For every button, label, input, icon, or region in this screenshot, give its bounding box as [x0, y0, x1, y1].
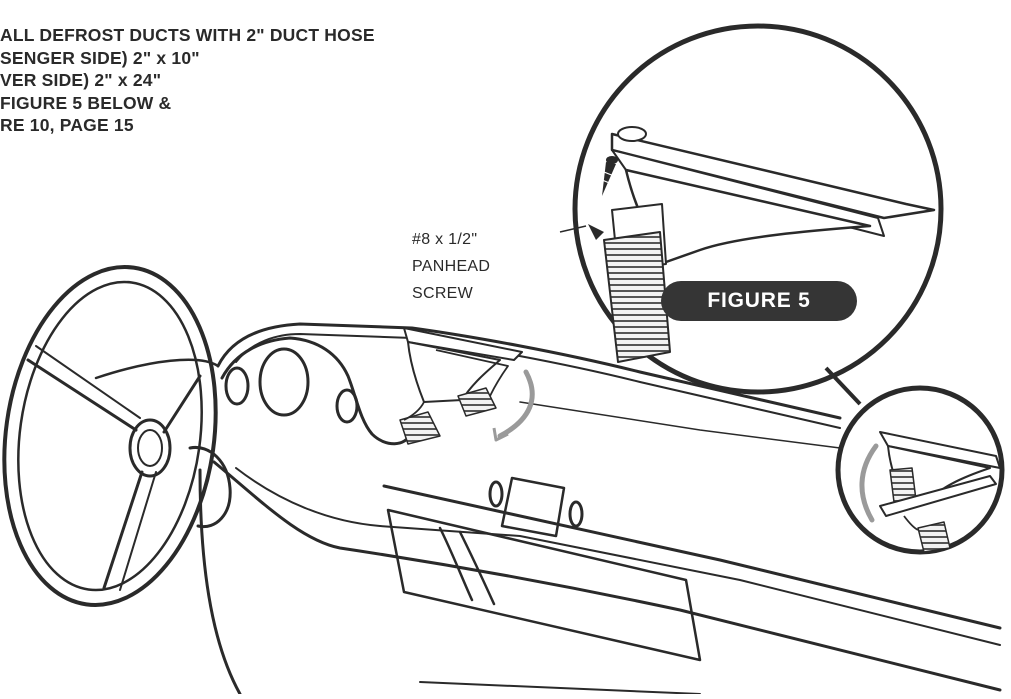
- arrowhead-icon: [588, 224, 604, 240]
- passenger-duct-lower: [879, 475, 997, 517]
- wheel-spoke-upper-2: [35, 345, 141, 419]
- dash-front-edge: [212, 460, 1002, 692]
- dash-upper-line: [519, 401, 841, 449]
- radio-knob-left: [488, 480, 504, 508]
- dash-long-line: [382, 484, 1002, 630]
- panhead-screw-icon: [601, 156, 618, 196]
- gauge-large: [258, 347, 310, 417]
- wheel-spoke-right: [162, 374, 202, 434]
- dash-behind-wheel: [94, 358, 220, 380]
- wheel-spoke-lower-2: [119, 471, 157, 591]
- figure5-detail: [559, 23, 944, 406]
- duct-hose-a: [399, 411, 441, 445]
- wheel-spoke-upper: [26, 358, 138, 432]
- gauge-small: [224, 366, 250, 406]
- radio-panel: [500, 476, 566, 538]
- screw-callout: #8 x 1/2" PANHEAD SCREW: [412, 226, 490, 307]
- duct-nozzle-top: [403, 327, 523, 361]
- callout-line: #8 x 1/2": [412, 231, 478, 248]
- passenger-hose-b: [917, 521, 951, 553]
- large-duct-top: [610, 132, 936, 220]
- dash-front-edge-2: [235, 467, 1001, 646]
- dashboard: [188, 322, 1002, 696]
- wheel-hub: [128, 418, 172, 478]
- wheel-hub-inner: [137, 429, 163, 467]
- instruction-line: SENGER SIDE) 2" x 10": [0, 47, 200, 68]
- instruction-line: RE 10, PAGE 15: [0, 115, 134, 135]
- glovebox-trim-2: [458, 530, 496, 606]
- dash-lower-line: [419, 681, 701, 695]
- duct-hose-link: [403, 401, 425, 421]
- steering-wheel: [2, 265, 220, 607]
- gauge-right: [335, 388, 359, 424]
- install-instructions: ALL DEFROST DUCTS WITH 2" DUCT HOSE SENG…: [0, 24, 375, 137]
- screw-hole: [617, 126, 647, 142]
- glovebox-trim: [438, 526, 474, 602]
- instruction-line: FIGURE 5 BELOW &: [0, 92, 172, 113]
- steering-column: [188, 445, 232, 529]
- callout-line: SCREW: [412, 285, 474, 302]
- instruction-line: VER SIDE) 2" x 24": [0, 70, 162, 90]
- callout-line: PANHEAD: [412, 258, 491, 275]
- dash-lower-body: [198, 468, 242, 696]
- passenger-link: [903, 515, 919, 531]
- radio-knob-right: [568, 500, 584, 528]
- wheel-rim-outer: [2, 265, 218, 607]
- rotation-arrow-driver: [497, 369, 535, 439]
- duct-hose-b: [457, 387, 497, 417]
- glovebox-lid: [386, 508, 702, 662]
- dash-top-edge: [216, 322, 842, 420]
- wheel-rim-inner: [17, 280, 203, 592]
- rotation-arrow-passenger: [859, 443, 879, 523]
- passenger-duct-top: [879, 431, 1001, 469]
- callout-leader: [559, 225, 587, 233]
- cluster-pod: [220, 336, 412, 446]
- instruction-line: ALL DEFROST DUCTS WITH 2" DUCT HOSE: [0, 25, 375, 45]
- rotation-arrowhead-driver: [492, 427, 509, 442]
- figure-label: FIGURE 5: [661, 281, 857, 321]
- passenger-detail: [835, 385, 1005, 555]
- large-duct-hose: [603, 231, 671, 363]
- wheel-spoke-lower: [102, 470, 144, 590]
- driver-defrost-duct: [399, 327, 535, 445]
- leader-line: [824, 366, 862, 406]
